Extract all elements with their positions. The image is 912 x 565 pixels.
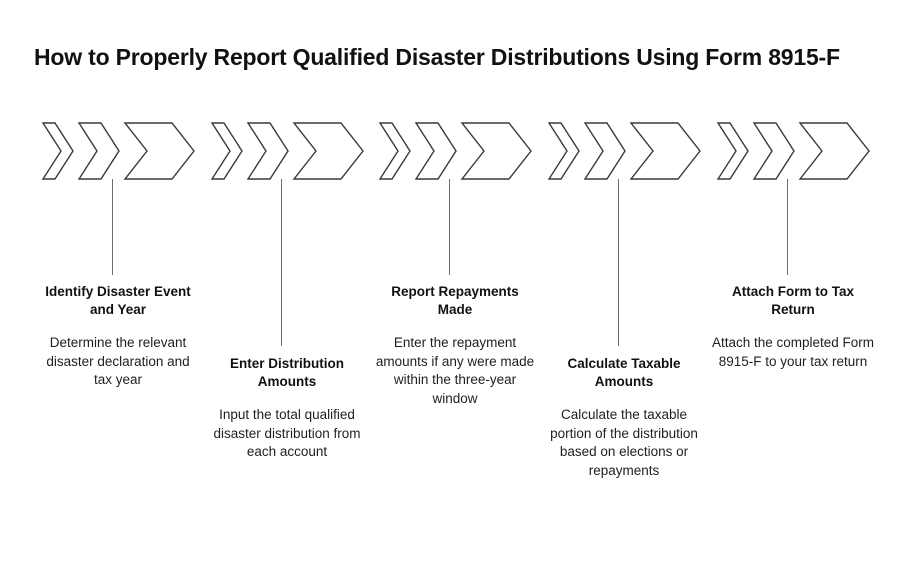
flow-step-3-heading: Report Repayments Made — [391, 284, 519, 317]
flow-step-2-text: Enter Distribution Amounts Input the tot… — [203, 355, 371, 462]
flow-step-2-body: Input the total qualified disaster distr… — [213, 407, 361, 459]
page-title: How to Properly Report Qualified Disaste… — [34, 44, 840, 70]
flow-step-2: Enter Distribution Amounts Input the tot… — [203, 0, 371, 565]
flow-step-5-text: Attach Form to Tax Return Attach the com… — [709, 283, 877, 371]
flow-connector-line-2 — [281, 179, 282, 346]
flow-step-4-text: Calculate Taxable Amounts Calculate the … — [540, 355, 708, 480]
flow-step-4: Calculate Taxable Amounts Calculate the … — [540, 0, 708, 565]
flow-step-5-heading: Attach Form to Tax Return — [731, 284, 854, 317]
flow-step-3-text: Report Repayments Made Enter the repayme… — [371, 283, 539, 408]
double-chevron-arrow-icon — [716, 121, 871, 181]
flow-connector-line-5 — [787, 179, 788, 275]
flow-step-5-body: Attach the completed Form 8915-F to your… — [711, 335, 875, 369]
flow-step-1-text: Identify Disaster Event and Year Determi… — [34, 283, 202, 390]
double-chevron-arrow-icon — [547, 121, 702, 181]
flow-connector-line-4 — [618, 179, 619, 346]
flow-step-3-body: Enter the repayment amounts if any were … — [375, 335, 535, 406]
double-chevron-arrow-icon — [210, 121, 365, 181]
flow-step-2-heading: Enter Distribution Amounts — [230, 356, 344, 389]
flow-step-1-body: Determine the relevant disaster declarat… — [46, 335, 190, 387]
flow-step-5: Attach Form to Tax Return Attach the com… — [709, 0, 877, 565]
double-chevron-arrow-icon — [41, 121, 196, 181]
flow-step-3: Report Repayments Made Enter the repayme… — [371, 0, 539, 565]
flow-connector-line-1 — [112, 179, 113, 275]
flow-step-1-heading: Identify Disaster Event and Year — [45, 284, 191, 317]
flow-step-1: Identify Disaster Event and Year Determi… — [34, 0, 202, 565]
double-chevron-arrow-icon — [378, 121, 533, 181]
flow-step-4-body: Calculate the taxable portion of the dis… — [550, 407, 698, 478]
flow-connector-line-3 — [449, 179, 450, 275]
flow-step-4-heading: Calculate Taxable Amounts — [567, 356, 681, 389]
